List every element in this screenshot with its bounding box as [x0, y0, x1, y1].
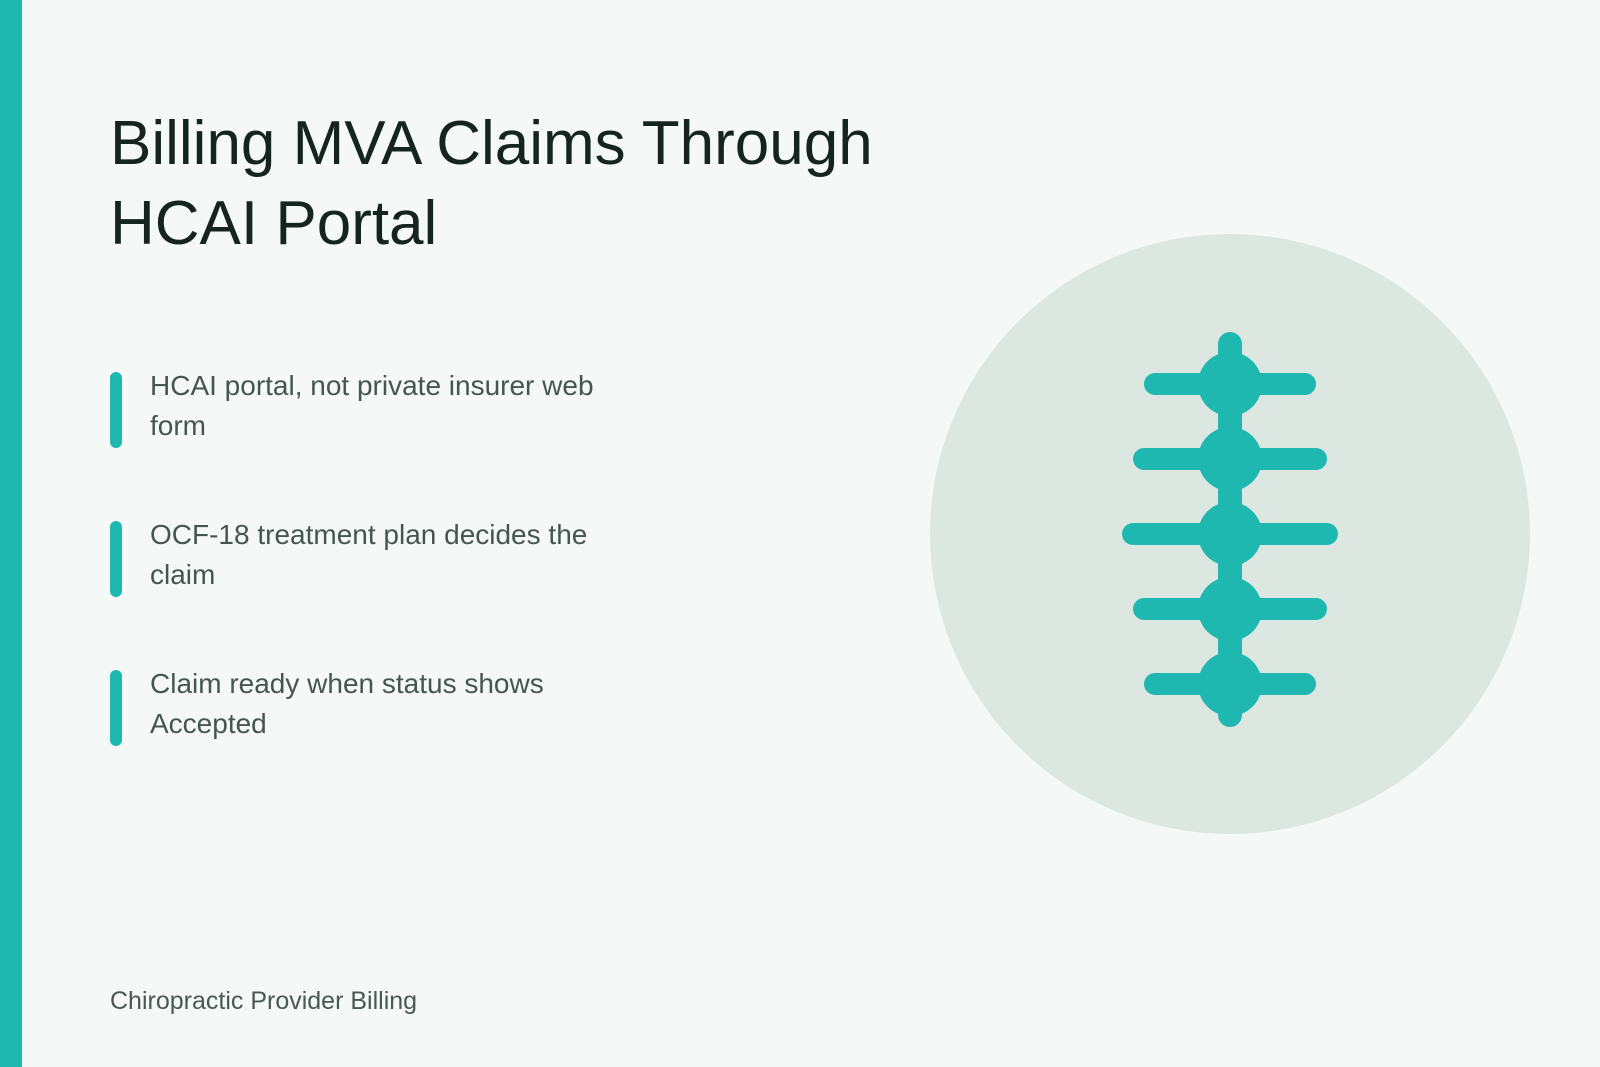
bullet-marker — [110, 670, 122, 746]
bullet-item: OCF-18 treatment plan decides the claim — [110, 519, 670, 601]
slide-title: Billing MVA Claims Through HCAI Portal — [110, 109, 873, 258]
bullet-item: Claim ready when status shows Accepted — [110, 668, 670, 750]
footer-label: Chiropractic Provider Billing — [110, 987, 418, 1015]
bullet-marker — [110, 521, 122, 597]
bullet-text: HCAI portal, not private insurer web for… — [150, 370, 594, 441]
bullet-text: Claim ready when status shows Accepted — [150, 668, 544, 739]
accent-bar — [0, 0, 22, 1067]
bullet-text: OCF-18 treatment plan decides the claim — [150, 519, 588, 590]
bullet-item: HCAI portal, not private insurer web for… — [110, 370, 670, 452]
spine-illustration — [930, 234, 1530, 834]
spine-icon — [1122, 332, 1338, 727]
bullet-marker — [110, 372, 122, 448]
